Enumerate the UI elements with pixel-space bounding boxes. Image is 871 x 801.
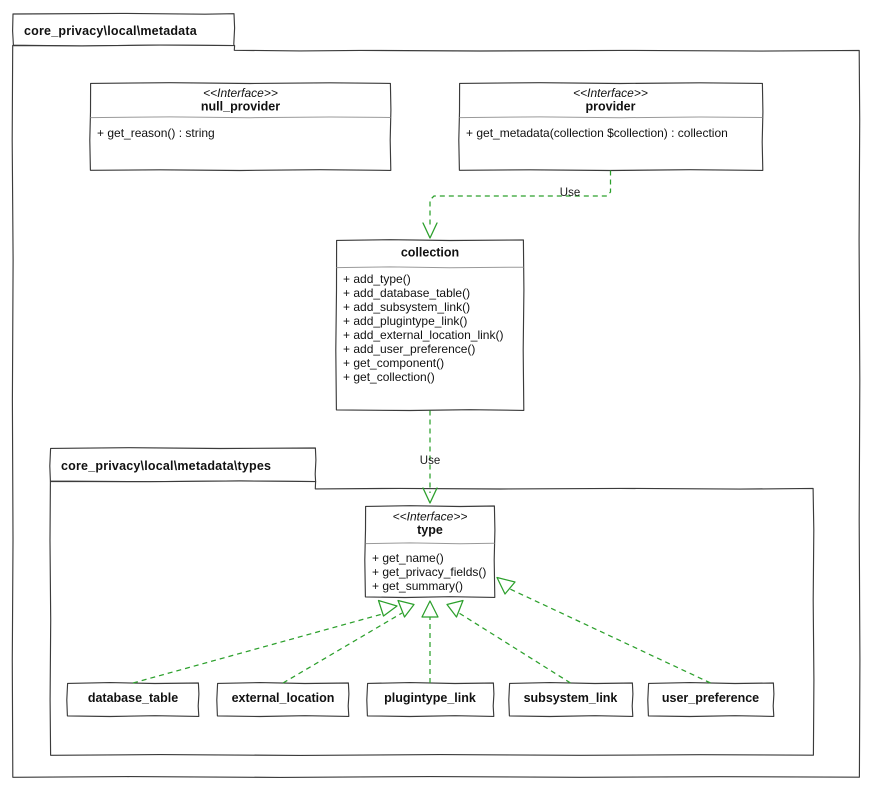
class-member-collection-0: + add_type() xyxy=(343,272,411,286)
realization-line-database-table-type xyxy=(132,612,387,684)
relation-subsystem-link-type xyxy=(446,599,571,684)
class-name-plugintype-link: plugintype_link xyxy=(384,691,476,705)
class-box-collection xyxy=(335,239,525,412)
class-member-null-provider-0: + get_reason() : string xyxy=(97,126,215,140)
relation-collection-type: Use xyxy=(420,410,440,504)
open-arrowhead-collection-type xyxy=(422,487,438,504)
class-member-type-0: + get_name() xyxy=(372,551,444,565)
class-box-null-provider xyxy=(89,82,392,172)
relation-label-provider-collection: Use xyxy=(560,187,580,199)
class-box-subsystem-link xyxy=(508,682,634,718)
hollow-triangle-external-location-type xyxy=(397,599,415,618)
class-member-type-1: + get_privacy_fields() xyxy=(372,565,486,579)
class-name-database-table: database_table xyxy=(88,691,178,705)
class-provider[interactable]: <<Interface>> provider + get_metadata(co… xyxy=(458,82,764,172)
hollow-triangle-plugintype-link-type xyxy=(421,600,439,618)
open-arrowhead-provider-collection xyxy=(422,222,438,239)
relation-label-collection-type: Use xyxy=(420,455,440,467)
relation-external-location-type xyxy=(282,599,415,684)
dependency-line-provider-collection xyxy=(429,170,612,228)
class-box-user-preference xyxy=(647,682,775,718)
relation-plugintype-link-type xyxy=(421,600,439,683)
class-member-collection-2: + add_subsystem_link() xyxy=(343,300,470,314)
class-member-type-2: + get_summary() xyxy=(372,579,463,593)
relation-provider-collection: Use xyxy=(422,170,612,239)
class-database-table[interactable]: database_table xyxy=(66,682,200,718)
class-name-null-provider: null_provider xyxy=(201,100,280,114)
hollow-triangle-database-table-type xyxy=(377,599,398,617)
class-stereotype-provider: <<Interface>> xyxy=(573,86,648,100)
class-divider-null-provider xyxy=(90,116,391,119)
class-stereotype-type: <<Interface>> xyxy=(393,510,468,524)
hollow-triangle-user-preference-type xyxy=(496,576,516,595)
realization-line-user-preference-type xyxy=(509,588,711,684)
relation-database-table-type xyxy=(132,599,398,684)
class-box-database-table xyxy=(66,682,200,718)
class-plugintype-link[interactable]: plugintype_link xyxy=(366,682,495,718)
class-box-external-location xyxy=(216,682,350,718)
class-member-collection-3: + add_plugintype_link() xyxy=(343,314,467,328)
package-tab-outer xyxy=(12,12,236,47)
class-member-collection-4: + add_external_location_link() xyxy=(343,328,503,342)
realization-line-subsystem-link-type xyxy=(458,612,571,684)
class-box-plugintype-link xyxy=(366,682,495,718)
class-member-collection-6: + get_component() xyxy=(343,356,444,370)
class-divider-provider xyxy=(459,116,763,119)
class-member-collection-7: + get_collection() xyxy=(343,370,435,384)
class-member-collection-5: + add_user_preference() xyxy=(343,342,475,356)
class-external-location[interactable]: external_location xyxy=(216,682,350,718)
class-stereotype-null-provider: <<Interface>> xyxy=(203,86,278,100)
class-box-type xyxy=(364,505,496,599)
class-box-provider xyxy=(458,82,764,172)
relation-user-preference-type xyxy=(496,576,711,684)
package-label-outer: core_privacy\local\metadata xyxy=(24,24,198,38)
class-type[interactable]: <<Interface>> type + get_name() + get_pr… xyxy=(364,505,496,599)
class-name-type: type xyxy=(417,523,443,537)
class-name-external-location: external_location xyxy=(232,691,335,705)
class-member-provider-0: + get_metadata(collection $collection) :… xyxy=(466,126,728,140)
package-tab-types xyxy=(49,447,317,483)
class-divider-type xyxy=(365,542,495,545)
class-name-provider: provider xyxy=(585,100,635,114)
hollow-triangle-subsystem-link-type xyxy=(446,599,464,618)
class-collection[interactable]: collection + add_type() + add_database_t… xyxy=(335,239,525,412)
class-name-subsystem-link: subsystem_link xyxy=(524,691,618,705)
class-subsystem-link[interactable]: subsystem_link xyxy=(508,682,634,718)
class-user-preference[interactable]: user_preference xyxy=(647,682,775,718)
class-null-provider[interactable]: <<Interface>> null_provider + get_reason… xyxy=(89,82,392,172)
package-label-types: core_privacy\local\metadata\types xyxy=(61,459,271,473)
class-member-collection-1: + add_database_table() xyxy=(343,286,470,300)
class-name-user-preference: user_preference xyxy=(662,691,759,705)
class-divider-collection xyxy=(336,266,524,269)
class-name-collection: collection xyxy=(401,246,459,260)
